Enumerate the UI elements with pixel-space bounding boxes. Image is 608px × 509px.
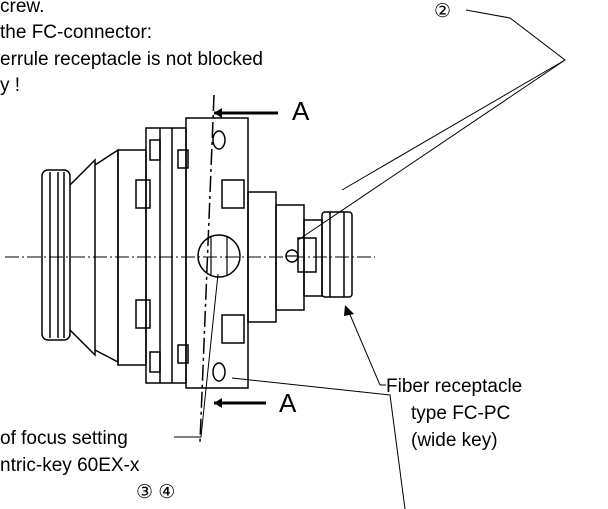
callout-2-leader-a xyxy=(297,9,566,241)
callout-2: ② xyxy=(434,1,451,22)
fiber-label-line-2: type FC-PC xyxy=(411,403,510,424)
fiber-leader xyxy=(347,309,381,386)
fiber-receptacle-body xyxy=(247,191,353,323)
note-line-1: crew. xyxy=(0,0,44,17)
focus-label-line-1: of focus setting xyxy=(0,428,128,449)
section-label-bottom: A xyxy=(279,388,297,418)
section-arrowhead-bottom xyxy=(214,398,222,408)
fiber-label-line-1: Fiber receptacle xyxy=(386,376,522,397)
left-flange xyxy=(41,148,119,364)
callout-3-4: ③ ④ xyxy=(136,482,175,503)
fiber-label-line-3: (wide key) xyxy=(411,430,498,451)
section-line xyxy=(199,94,215,443)
note-line-2: the FC-connector: xyxy=(0,22,152,43)
callout-3-4-leader xyxy=(231,377,406,509)
fiber-leader-arrowhead xyxy=(344,305,354,316)
callout-2-leader-b xyxy=(341,59,566,191)
focus-label-line-2: ntric-key 60EX-x xyxy=(0,455,140,476)
mount-body xyxy=(117,117,249,389)
section-arrowhead-top xyxy=(214,108,222,118)
note-line-3: errule receptacle is not blocked xyxy=(0,49,263,70)
note-line-4: y ! xyxy=(0,75,20,96)
focus-leader xyxy=(174,273,219,438)
focus-adjuster xyxy=(197,234,241,278)
section-label-top: A xyxy=(292,96,310,126)
bottom-hole xyxy=(212,362,226,382)
top-hole xyxy=(212,130,226,150)
